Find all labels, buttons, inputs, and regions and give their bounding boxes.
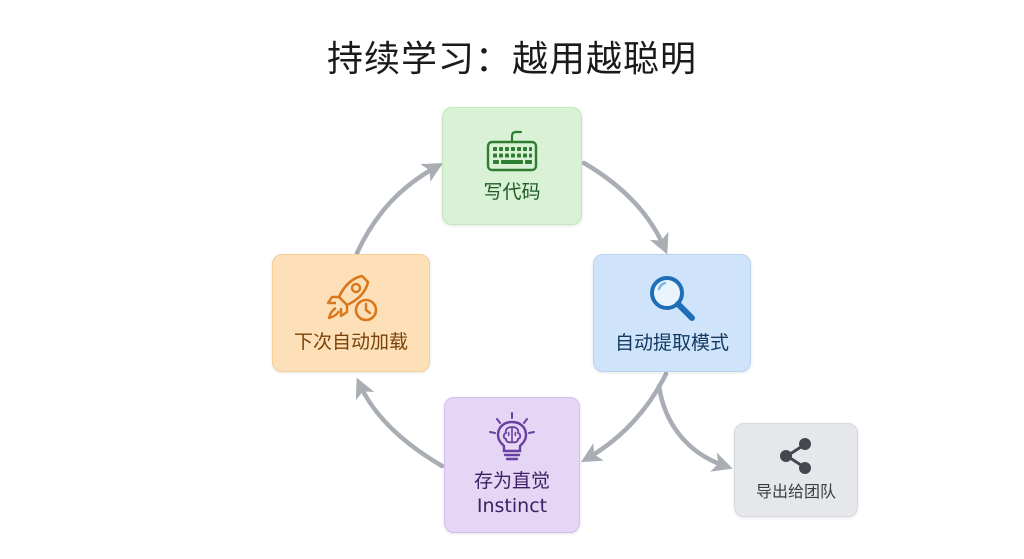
node-write-code: 写代码 <box>442 107 582 225</box>
arrow-extract-to-instinct <box>581 371 669 463</box>
node-label-save-instinct-cn: 存为直觉 <box>473 470 550 492</box>
rocket-clock-icon <box>326 274 378 321</box>
node-label-write-code: 写代码 <box>483 180 541 203</box>
arrow-code-to-extract <box>581 160 669 255</box>
node-auto-extract: 自动提取模式 <box>593 254 751 372</box>
magnifier-icon <box>650 275 695 321</box>
arrow-extract-to-export <box>656 383 733 472</box>
share-icon <box>780 437 811 474</box>
node-auto-load: 下次自动加载 <box>272 254 430 372</box>
arrow-load-to-code <box>354 163 444 256</box>
node-save-instinct: 存为直觉 Instinct <box>444 397 580 533</box>
node-label-save-instinct: 存为直觉 Instinct <box>474 469 550 519</box>
lightbulb-brain-icon <box>489 412 535 461</box>
node-label-export-team: 导出给团队 <box>755 481 836 501</box>
node-export-team: 导出给团队 <box>734 423 858 517</box>
node-label-auto-extract: 自动提取模式 <box>614 331 729 354</box>
diagram-title: 持续学习：越用越聪明 <box>326 39 697 80</box>
arrow-instinct-to-load <box>355 377 445 469</box>
node-label-save-instinct-en: Instinct <box>476 495 548 517</box>
node-label-auto-load: 下次自动加载 <box>293 330 408 353</box>
keyboard-icon <box>486 130 538 171</box>
